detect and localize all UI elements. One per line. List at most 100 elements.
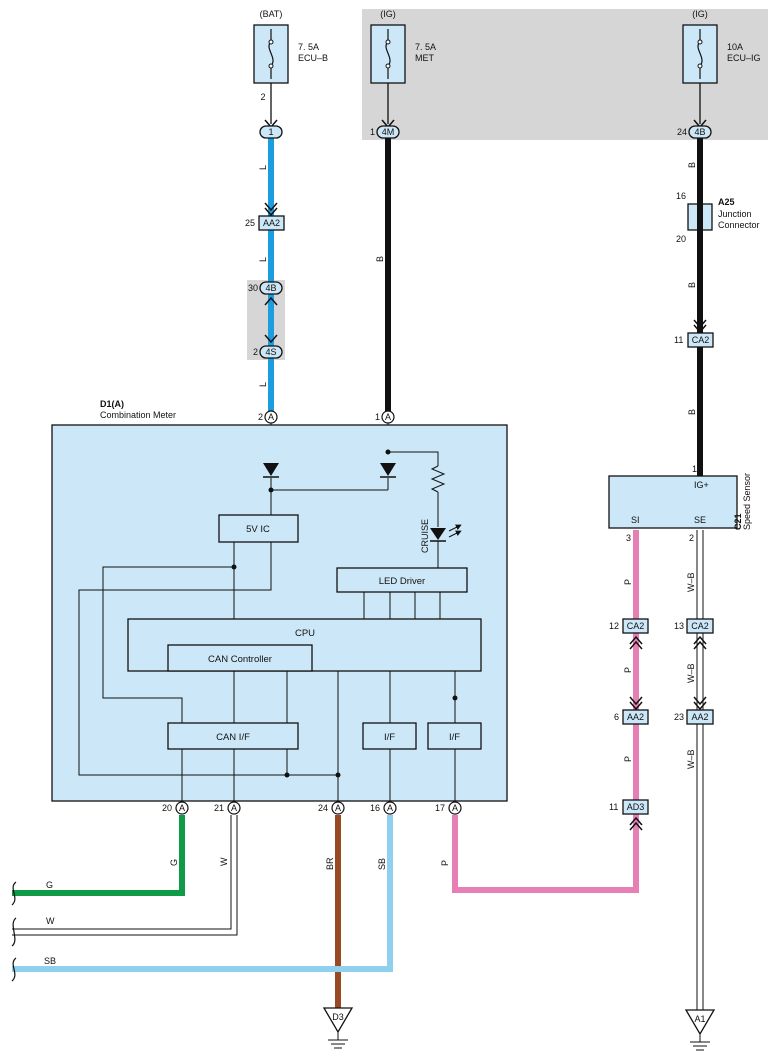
block-if-1 — [362, 722, 417, 750]
wire-w-b — [696, 530, 704, 1010]
svg-text:D3: D3 — [332, 1012, 344, 1022]
svg-text:13: 13 — [674, 621, 684, 631]
svg-text:1: 1 — [375, 412, 380, 422]
svg-text:I/F: I/F — [449, 732, 460, 743]
svg-text:A: A — [452, 803, 458, 813]
connector-aa2-bat: AA2 25 — [245, 202, 285, 231]
meter-id: D1(A) — [100, 399, 124, 409]
block-5v-ic — [218, 514, 299, 543]
svg-text:SI: SI — [631, 515, 640, 525]
connector-4s: 4S 2 — [253, 334, 283, 359]
svg-text:4S: 4S — [265, 347, 276, 357]
wire-label: L — [258, 382, 268, 387]
svg-text:Junction: Junction — [718, 209, 752, 219]
svg-text:20: 20 — [676, 234, 686, 244]
wire-label: P — [623, 579, 633, 585]
svg-text:1: 1 — [692, 464, 697, 474]
svg-text:2: 2 — [253, 347, 258, 357]
svg-text:3: 3 — [626, 533, 631, 543]
svg-text:SE: SE — [694, 515, 706, 525]
svg-text:24: 24 — [677, 127, 687, 137]
wire-label: B — [687, 409, 697, 415]
svg-text:A: A — [179, 803, 185, 813]
connector-ca2-wb: CA2 13 — [674, 618, 714, 650]
wire-label: W — [46, 916, 55, 926]
svg-text:11: 11 — [609, 802, 618, 812]
svg-text:CA2: CA2 — [692, 335, 710, 345]
wire-label: SB — [377, 858, 387, 870]
combination-meter: D1(A) Combination Meter A 2 A 1 A 20 A 2… — [51, 399, 508, 815]
led-icon — [430, 524, 462, 542]
wire-label: W–B — [686, 663, 696, 683]
svg-text:AA2: AA2 — [627, 712, 644, 722]
wire-label: P — [623, 667, 633, 673]
fuse-name: ECU–B — [298, 53, 328, 63]
wire-g — [12, 815, 185, 896]
connector-ca2-p: CA2 12 — [609, 618, 649, 650]
svg-text:IG+: IG+ — [694, 480, 709, 490]
svg-text:CA2: CA2 — [627, 621, 645, 631]
svg-text:Speed Sensor: Speed Sensor — [742, 473, 752, 530]
svg-text:1: 1 — [370, 127, 375, 137]
meter-name: Combination Meter — [100, 410, 176, 420]
wire-label: B — [687, 162, 697, 168]
svg-text:25: 25 — [245, 218, 255, 228]
svg-text:16: 16 — [676, 191, 686, 201]
fuse-rating: 7. 5A — [415, 42, 436, 52]
wire-label: B — [375, 256, 385, 262]
block-if-2 — [427, 722, 482, 750]
junction-connector-a25: 16 20 A25 Junction Connector — [676, 191, 760, 244]
fuse-met: (IG) 7. 5A MET — [370, 9, 436, 84]
wire-label: P — [623, 756, 633, 762]
fuse-name: MET — [415, 53, 435, 63]
fuse-name: ECU–IG — [727, 53, 761, 63]
fuse-rating: 10A — [727, 42, 743, 52]
svg-text:AA2: AA2 — [263, 218, 280, 228]
svg-text:1: 1 — [268, 127, 273, 137]
ground-a1: A1 — [684, 1009, 716, 1051]
svg-text:A: A — [268, 412, 274, 422]
ground-d3: D3 — [322, 1007, 354, 1049]
svg-text:20: 20 — [162, 803, 172, 813]
svg-text:16: 16 — [370, 803, 380, 813]
fuse-source-label: (IG) — [380, 9, 396, 19]
connector-4m: 4M 1 — [370, 119, 400, 139]
wire-label: L — [258, 165, 268, 170]
svg-text:CAN I/F: CAN I/F — [216, 732, 250, 743]
svg-text:A25: A25 — [718, 197, 735, 207]
connector-4b-joint: 4B 30 — [248, 281, 283, 306]
svg-text:4B: 4B — [265, 283, 276, 293]
svg-text:CA2: CA2 — [691, 621, 709, 631]
fuse-source-label: (BAT) — [260, 9, 283, 19]
svg-text:4B: 4B — [694, 127, 705, 137]
svg-text:2: 2 — [258, 412, 263, 422]
connector-1: 1 — [259, 119, 283, 139]
diode-icon — [380, 463, 396, 478]
svg-text:30: 30 — [248, 283, 258, 293]
svg-text:LED Driver: LED Driver — [379, 576, 425, 587]
fuse-ecu-ig: (IG) 10A ECU–IG — [682, 9, 761, 84]
fuse-rating: 7. 5A — [298, 42, 319, 52]
connector-4b-ig: 4B 24 — [677, 119, 712, 139]
fuse-ecu-b: (BAT) 7. 5A ECU–B 2 — [253, 9, 328, 102]
svg-text:A: A — [231, 803, 237, 813]
wire-label: W–B — [686, 572, 696, 592]
svg-text:24: 24 — [318, 803, 328, 813]
connector-aa2-wb: AA2 23 — [674, 696, 714, 725]
svg-text:A1: A1 — [694, 1014, 705, 1024]
connector-ad3: AD3 11 — [609, 799, 649, 831]
wire-label: BR — [325, 857, 335, 870]
cruise-label: CRUISE — [420, 519, 430, 553]
diode-icon — [263, 463, 279, 478]
block-can-controller — [167, 644, 313, 672]
wire-label: P — [440, 860, 450, 866]
svg-text:A: A — [387, 803, 393, 813]
wire-label: SB — [44, 956, 56, 966]
wire-label: G — [46, 880, 53, 890]
fuse-pin: 2 — [260, 92, 265, 102]
svg-text:I/F: I/F — [384, 732, 395, 743]
block-led-driver — [336, 567, 468, 593]
svg-text:AD3: AD3 — [627, 802, 645, 812]
svg-text:11: 11 — [674, 335, 683, 345]
fuse-source-label: (IG) — [692, 9, 708, 19]
